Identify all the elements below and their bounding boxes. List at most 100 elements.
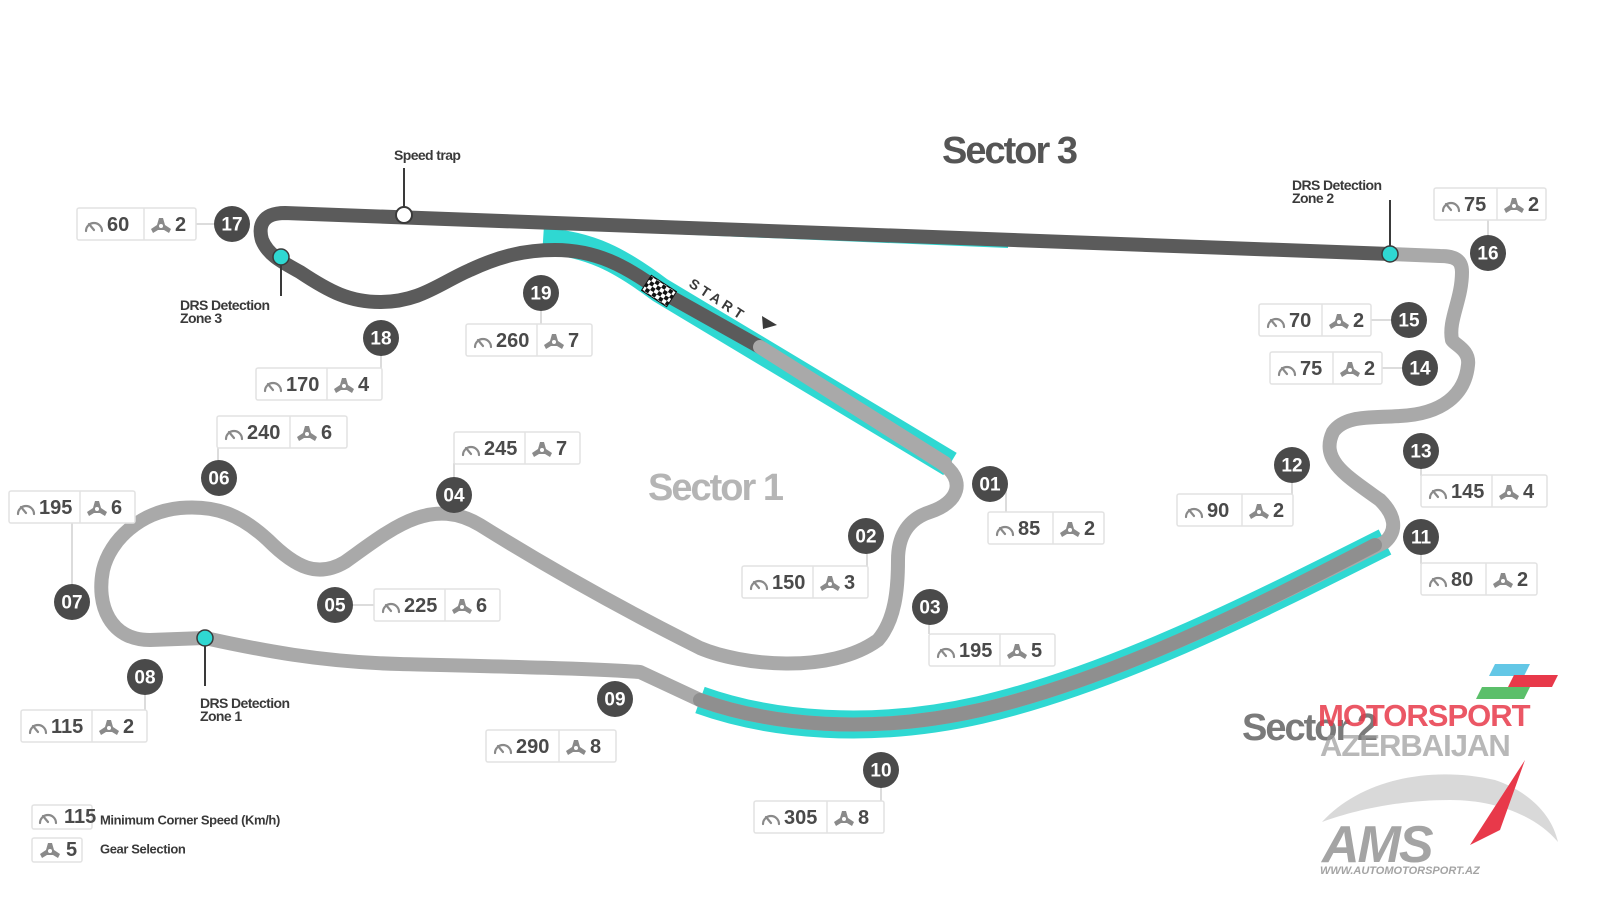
min-corner-speed: 225: [404, 595, 437, 617]
turn-number: 13: [1410, 442, 1431, 463]
turn-number: 06: [208, 469, 229, 490]
gear-selection: 4: [358, 374, 370, 396]
gear-selection: 6: [321, 422, 332, 444]
min-corner-speed: 75: [1464, 194, 1486, 216]
drs-detection-zone-3-line2: Zone 3: [180, 310, 222, 326]
info-box-frame: [987, 511, 1105, 545]
legend-speed-entry: 115 Minimum Corner Speed (Km/h): [31, 804, 280, 830]
gear-selection: 5: [1031, 640, 1042, 662]
gear-selection: 2: [1353, 310, 1364, 332]
min-corner-speed: 195: [959, 640, 992, 662]
min-corner-speed: 290: [516, 736, 549, 758]
turn-badge-circle: [1403, 433, 1439, 469]
drs-detection-zone-1-line1: DRS Detection: [200, 695, 289, 711]
turn-badge-circle: [1403, 519, 1439, 555]
turn-badge-circle: [127, 659, 163, 695]
info-box-frame: [1269, 351, 1383, 385]
gear-selection: 4: [1523, 481, 1535, 503]
turn-badge-circle: [317, 587, 353, 623]
turn-number: 05: [324, 596, 346, 617]
turn-badge-01: 01: [972, 466, 1008, 502]
turn-badge-circle: [1391, 302, 1427, 338]
turn-badge-circle: [1274, 447, 1310, 483]
track-sector-3: [253, 206, 1397, 354]
drs-detection-zone-2-line2: Zone 2: [1292, 190, 1334, 206]
legend-gear-entry: 5 Gear Selection: [31, 837, 186, 863]
turn-badge-18: 18: [363, 320, 399, 356]
min-corner-speed: 305: [784, 807, 817, 829]
turn-number: 19: [530, 284, 551, 305]
turn-number: 03: [919, 598, 940, 619]
turn-badge-09: 09: [597, 681, 633, 717]
start-direction-arrow: [762, 316, 777, 329]
flag-stripes-icon: [1476, 664, 1558, 699]
gear-selection: 6: [476, 595, 487, 617]
turn-badge-circle: [597, 681, 633, 717]
turn-badge-14: 14: [1402, 350, 1438, 386]
min-corner-speed: 170: [286, 374, 319, 396]
sector-2-label: Sector 2: [1242, 707, 1377, 749]
turn-badge-19: 19: [523, 275, 559, 311]
drs-detection-zone-3-line1: DRS Detection: [180, 297, 269, 313]
turn-number: 02: [855, 527, 876, 548]
gear-selection: 8: [590, 736, 601, 758]
legend-gear-text: Gear Selection: [100, 842, 186, 857]
turn-number: 14: [1409, 359, 1431, 380]
drs-detection-zone-1: DRS Detection Zone 1: [196, 629, 290, 724]
gear-selection: 2: [1517, 569, 1528, 591]
checkered-flag-icon: [640, 274, 678, 308]
turn-badge-04: 04: [436, 477, 472, 513]
turn-number: 07: [61, 593, 82, 614]
info-box-frame: [1433, 187, 1547, 221]
turn-badge-10: 10: [863, 752, 899, 788]
info-box-frame: [1420, 562, 1538, 596]
track-back-straight-dark: [693, 538, 1382, 732]
turn-number: 16: [1477, 244, 1498, 265]
info-box-frame: [76, 207, 197, 241]
speed-trap-label: Speed trap: [394, 147, 460, 163]
min-corner-speed: 195: [39, 497, 72, 519]
gear-selection: 2: [175, 214, 186, 236]
drs-detection-point: [272, 248, 290, 266]
min-corner-speed: 245: [484, 438, 517, 460]
gear-selection: 2: [1273, 500, 1284, 522]
flame-icon: [1470, 760, 1525, 845]
turn-badge-16: 16: [1470, 235, 1506, 271]
min-corner-speed: 115: [51, 716, 83, 738]
turn-badge-circle: [214, 206, 250, 242]
info-box-frame: [1176, 493, 1294, 527]
track: [94, 206, 1476, 732]
min-corner-speed: 85: [1018, 518, 1040, 540]
min-corner-speed: 60: [107, 214, 129, 236]
turn-badge-11: 11: [1403, 519, 1439, 555]
gear-selection: 7: [556, 438, 567, 460]
motorsport-azerbaijan-watermark: MOTORSPORT AZERBAIJAN AMS WWW.AUTOMOTORS…: [1318, 664, 1558, 877]
min-corner-speed: 260: [496, 330, 529, 352]
track-start-straight-light: [753, 340, 952, 470]
corner-info-box-17: 60 2: [76, 207, 197, 241]
speed-trap-marker: Speed trap: [394, 147, 461, 224]
swoosh-icon: [1322, 774, 1558, 842]
watermark-url: WWW.AUTOMOTORSPORT.AZ: [1320, 865, 1481, 877]
watermark-line-2: AZERBAIJAN: [1320, 728, 1510, 763]
legend-speed-example: 115: [64, 806, 96, 828]
turn-badge-circle: [848, 518, 884, 554]
info-box-frame: [1258, 303, 1372, 337]
turn-badge-circle: [363, 320, 399, 356]
turn-number: 08: [134, 668, 155, 689]
drs-detection-point: [1381, 245, 1399, 263]
turn-number: 12: [1281, 456, 1302, 477]
